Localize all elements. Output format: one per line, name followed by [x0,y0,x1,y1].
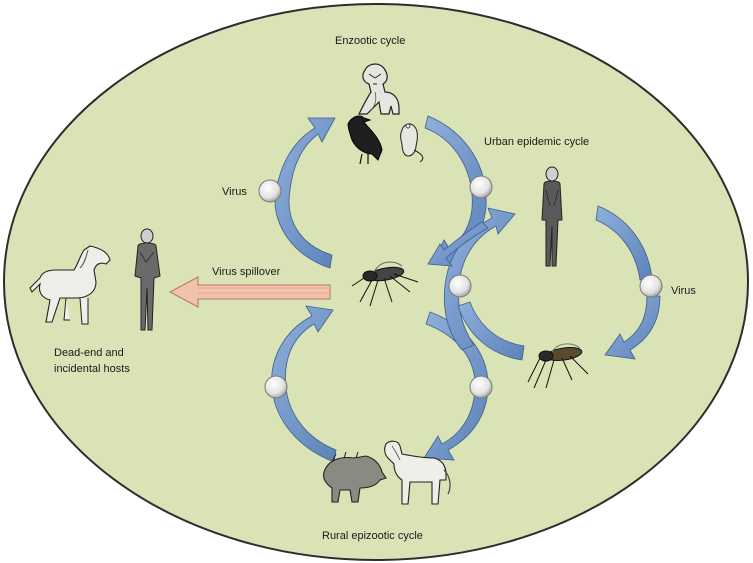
enzootic-cycle-label: Enzootic cycle [335,33,405,49]
virus-spillover-label: Virus spillover [212,264,280,280]
cycle-node [259,180,281,202]
cycle-node [265,376,287,398]
cycle-node [470,176,492,198]
cycle-node [449,275,471,297]
urban-epidemic-cycle-label: Urban epidemic cycle [484,134,589,150]
rural-epizootic-cycle-label: Rural epizootic cycle [322,528,423,544]
cycle-node [640,275,662,297]
cycle-node [470,376,492,398]
dead-end-hosts-label: Dead-end and incidental hosts [54,345,130,377]
virus-label-left: Virus [222,184,247,200]
virus-label-right: Virus [671,283,696,299]
